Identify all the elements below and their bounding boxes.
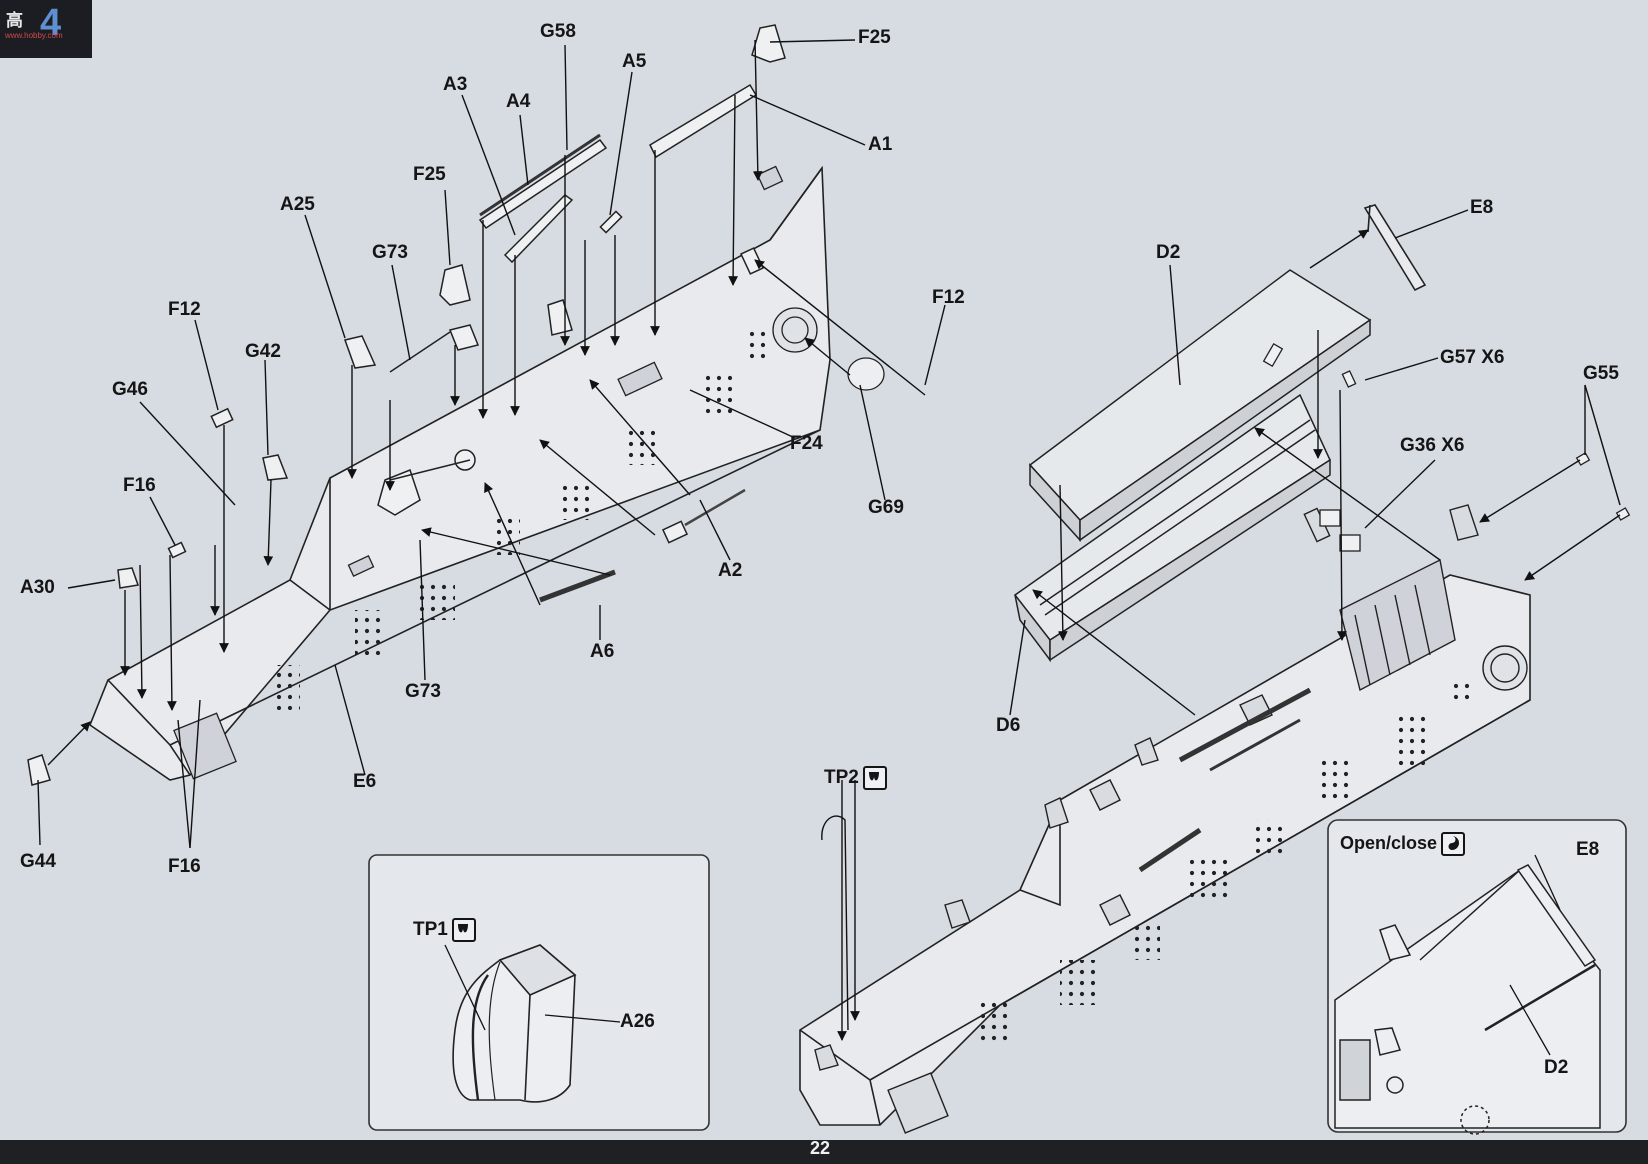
label-g46: G46	[112, 379, 148, 400]
right-hull-rivet-groups	[980, 680, 1470, 1045]
label-a1: A1	[868, 134, 893, 155]
label-f12-right: F12	[932, 287, 965, 308]
label-a4: A4	[506, 91, 531, 112]
label-f25-mid: F25	[413, 164, 446, 185]
left-hull-details	[173, 165, 885, 780]
label-d2: D2	[1156, 242, 1181, 263]
inset-open-close-title: Open/close	[1340, 832, 1466, 856]
d2-panel	[1028, 269, 1372, 542]
right-hull-details	[814, 504, 1528, 1134]
label-tp1-text: TP1	[413, 919, 448, 941]
label-tp2: TP2	[824, 766, 887, 790]
label-inset-d2: D2	[1544, 1057, 1569, 1078]
inset-open-close-title-text: Open/close	[1340, 832, 1438, 853]
label-g44: G44	[20, 851, 56, 872]
label-d6: D6	[996, 715, 1021, 736]
right-small-parts	[1262, 342, 1631, 552]
label-e8: E8	[1470, 197, 1494, 218]
right-assembly-arrows	[821, 209, 1621, 1041]
label-inset-e8: E8	[1576, 839, 1600, 860]
label-a30: A30	[20, 577, 55, 598]
bottom-band	[0, 1140, 1648, 1164]
label-a2: A2	[718, 560, 743, 581]
label-a6: A6	[590, 641, 615, 662]
label-a5: A5	[622, 51, 647, 72]
label-g55: G55	[1583, 363, 1619, 384]
left-hull-rivet-groups	[270, 330, 770, 710]
label-tp1: TP1	[413, 918, 476, 942]
open-close-symbol-icon	[1441, 832, 1466, 856]
label-f12-left: F12	[168, 299, 201, 320]
label-g73-bottom: G73	[405, 681, 441, 702]
label-f16-bottom: F16	[168, 856, 201, 877]
label-g36: G36 X6	[1400, 435, 1465, 456]
photo-etch-part-icon	[862, 766, 887, 790]
page-number: 22	[809, 1138, 831, 1158]
label-g42: G42	[245, 341, 281, 362]
logo-text: 高	[6, 11, 23, 30]
label-g69: G69	[868, 497, 904, 518]
tp1-part-drawing	[444, 944, 621, 1103]
label-g73-top: G73	[372, 242, 408, 263]
label-f24: F24	[790, 433, 823, 454]
label-f25-top: F25	[858, 27, 891, 48]
label-g58: G58	[540, 21, 576, 42]
label-f16-top: F16	[123, 475, 156, 496]
left-assembly-arrows	[37, 39, 946, 849]
e8-part	[1363, 204, 1427, 292]
logo-number: 4	[40, 2, 62, 44]
left-parts	[27, 24, 786, 786]
label-a26: A26	[620, 1011, 655, 1032]
label-a3: A3	[443, 74, 468, 95]
left-hull-body	[89, 165, 831, 781]
label-a25: A25	[280, 194, 315, 215]
photo-etch-part-icon	[451, 918, 476, 942]
logo-url: www.hobby.com	[5, 31, 63, 40]
label-e6: E6	[353, 771, 377, 792]
site-logo: 高 4 www.hobby.com	[0, 0, 92, 58]
label-tp2-text: TP2	[824, 767, 859, 789]
label-g57: G57 X6	[1440, 347, 1505, 368]
d6-panel	[1013, 393, 1331, 663]
open-close-drawing	[1334, 854, 1601, 1135]
